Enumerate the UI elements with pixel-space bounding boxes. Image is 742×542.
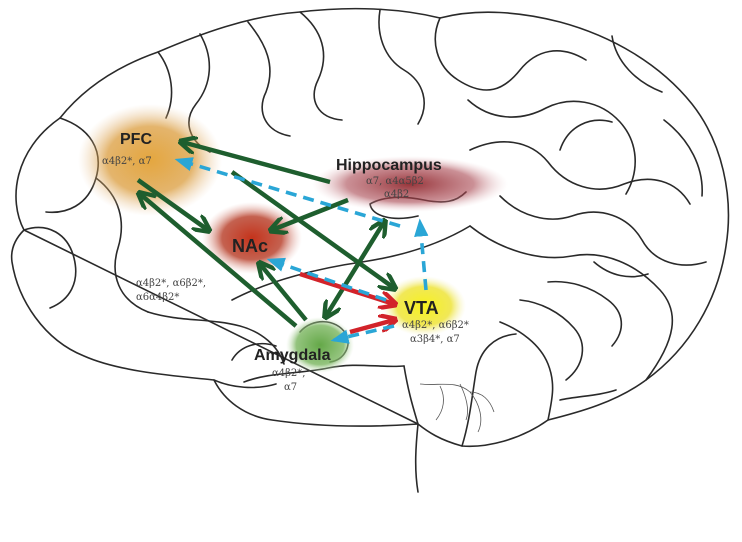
gyrus-line: [435, 18, 586, 90]
gyrus-line: [248, 22, 290, 136]
brain-outer-contour: [12, 9, 729, 492]
nac-label: NAc: [232, 236, 268, 256]
brainstem: [462, 334, 516, 446]
hippocampus-receptors-line2: α4β2: [384, 189, 409, 200]
brainstem: [404, 366, 418, 424]
gyrus-line: [24, 228, 76, 308]
vta-receptors-line1: α4β2*, α6β2*: [402, 320, 469, 331]
vta-label: VTA: [404, 298, 439, 318]
amygdala-receptors-line1: α4β2*,: [272, 368, 305, 379]
cerebellum-outline: [470, 226, 672, 380]
pfc-label: PFC: [120, 131, 152, 148]
cerebellum-fold: [594, 262, 648, 277]
gyrus-line: [300, 12, 342, 120]
cerebellum-fold: [560, 390, 616, 400]
amygdala-hippocampus-arrow: [326, 222, 384, 316]
vta-receptors-line2: α3β4*, α7: [410, 334, 460, 345]
nac-receptors-line2: α6α4β2*: [136, 292, 179, 303]
cerebellum-fold: [500, 322, 553, 420]
gyrus-line: [379, 10, 424, 124]
gyrus-line: [560, 120, 612, 150]
hippocampus-receptors-line1: α7, α4α5β2: [366, 176, 424, 187]
amygdala-receptors-line2: α7: [284, 382, 297, 393]
brain-outline: [12, 9, 729, 492]
hippocampus-label: Hippocampus: [336, 157, 442, 174]
pfc-receptors: α4β2*, α7: [102, 156, 152, 167]
vessel-lines: [420, 384, 494, 432]
nac-receptors-line1: α4β2*, α6β2*,: [136, 278, 206, 289]
gyrus-line: [470, 142, 690, 204]
amygdala-label: Amygdala: [254, 347, 331, 364]
amygdala-to-nac-arrow: [260, 264, 306, 320]
